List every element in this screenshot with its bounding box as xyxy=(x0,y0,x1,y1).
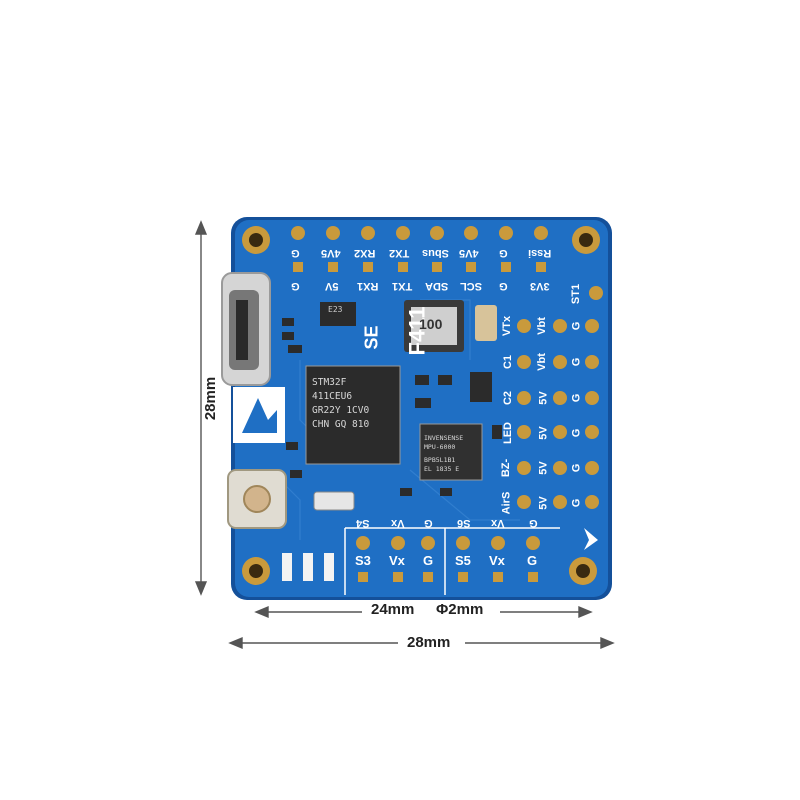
pin-label: S5 xyxy=(455,553,471,568)
pin-label: C1 xyxy=(502,354,515,370)
imu-marking-line-3: BPB5L1B1 xyxy=(424,456,456,464)
pin-label: 5V xyxy=(537,496,550,510)
pin-label: 5V xyxy=(537,391,550,405)
pin-label: G xyxy=(499,280,508,292)
boot-button xyxy=(227,469,287,529)
pin-label: LED xyxy=(502,422,514,444)
hole-diameter-label: Φ2mm xyxy=(433,601,487,618)
pin-label: 4V5 xyxy=(459,247,479,259)
mounting-holes xyxy=(242,226,600,585)
pin-label: Sbus xyxy=(422,247,449,259)
imu-marking-line-1: INVENSENSE xyxy=(424,434,464,442)
pin-label: RX2 xyxy=(354,247,376,259)
pin-label: RX1 xyxy=(357,280,379,292)
pin-label: G xyxy=(570,393,583,403)
pin-label: G xyxy=(570,498,583,508)
pin-label: G xyxy=(570,321,583,331)
pin-label: SCL xyxy=(460,280,482,292)
mcu-chip xyxy=(305,365,401,465)
pin-label: G xyxy=(570,357,583,367)
pin-label: Vx xyxy=(491,517,505,529)
width-dimension-label: 28mm xyxy=(404,634,454,651)
pin-label: G xyxy=(424,517,433,529)
pin-label: G xyxy=(570,463,583,473)
height-dimension-label: 28mm xyxy=(202,373,220,424)
small-ic xyxy=(320,302,356,326)
inductor-label: 100 xyxy=(419,316,443,332)
direction-arrow xyxy=(584,528,598,550)
dimension-lines xyxy=(194,220,615,650)
mcu-marking-line-2: 411CEU6 xyxy=(312,391,353,402)
pin-label: S3 xyxy=(355,553,371,568)
pin-label: 4V5 xyxy=(321,247,341,259)
imu-marking-line-4: EL 1835 E xyxy=(424,465,460,473)
pin-label: Vx xyxy=(389,553,405,568)
hole-spacing-label: 24mm xyxy=(368,601,418,618)
pin-label: G xyxy=(570,428,583,438)
pin-label: G xyxy=(423,553,434,568)
pin-label: BZ- xyxy=(500,458,513,478)
pin-label: G xyxy=(499,247,508,259)
crystal xyxy=(313,491,355,511)
pin-label: S4 xyxy=(356,517,370,529)
pin-label: VTx xyxy=(501,315,514,337)
pin-label: S6 xyxy=(457,517,471,529)
mcu-marking-line-4: CHN GQ 810 xyxy=(312,419,370,430)
pin-label: 5V xyxy=(537,426,550,440)
logo xyxy=(233,387,285,443)
pin-label: C2 xyxy=(502,390,515,406)
top-pads xyxy=(291,226,548,272)
usb-port xyxy=(221,272,271,386)
capacitor xyxy=(475,305,497,341)
pin-label: G xyxy=(527,553,538,568)
pin-label: Vbt xyxy=(535,317,548,335)
pin-label: G xyxy=(529,517,538,529)
imu-marking-line-2: MPU-6000 xyxy=(424,443,456,451)
pin-label: Vx xyxy=(489,553,505,568)
pin-label: Vx xyxy=(391,517,405,529)
pin-label: ST1 xyxy=(570,283,583,305)
small-ic-marking: E23 xyxy=(328,305,343,314)
pin-label: Vbt xyxy=(535,353,548,371)
pin-label: Rssi xyxy=(528,247,552,259)
pin-label: AirS xyxy=(500,491,513,515)
mcu-marking-line-3: GR22Y 1CV0 xyxy=(312,405,370,416)
pin-label: 5V xyxy=(325,280,339,292)
mcu-marking-line-1: STM32F xyxy=(312,377,347,388)
pin-label: G xyxy=(291,247,300,259)
right-pads xyxy=(517,286,603,509)
pin-label: SDA xyxy=(425,280,449,292)
imu-chip xyxy=(419,423,483,481)
bottom-pads xyxy=(356,536,540,582)
model-suffix-silkscreen: SE xyxy=(361,325,382,350)
pin-label: TX2 xyxy=(389,247,410,259)
leds xyxy=(282,553,334,581)
pin-label: G xyxy=(291,280,300,292)
pin-label: 5V xyxy=(537,461,550,475)
pin-label: TX1 xyxy=(392,280,413,292)
pin-label: 3V3 xyxy=(530,280,550,292)
